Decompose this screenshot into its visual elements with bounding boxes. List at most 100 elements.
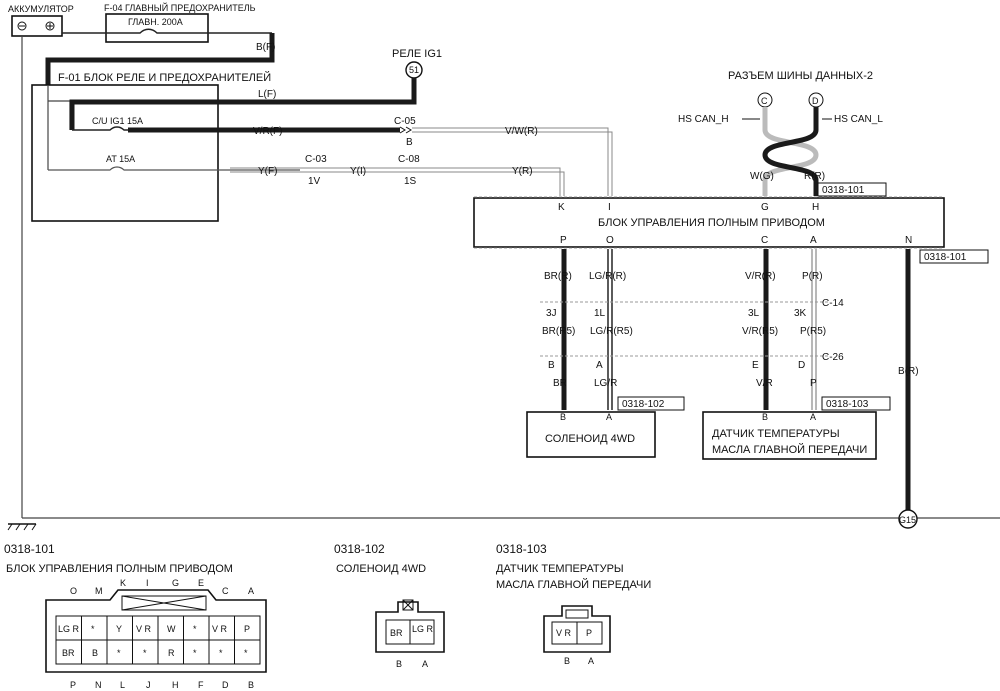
relay-block-box (31, 84, 219, 222)
svg-text:I: I (608, 202, 611, 213)
svg-text:V/R: V/R (756, 378, 773, 389)
svg-text:V R: V R (212, 624, 228, 634)
svg-text:B: B (762, 412, 768, 422)
svg-text:LG R: LG R (58, 624, 80, 634)
svg-text:LG/R: LG/R (594, 378, 617, 389)
svg-text:Y(R): Y(R) (512, 166, 533, 177)
wire-lgr (607, 249, 613, 410)
svg-text:A: A (596, 360, 603, 371)
legend-ecu-code: 0318-101 (4, 542, 55, 556)
main-fuse-symbol (62, 28, 272, 34)
svg-text:D: D (798, 360, 805, 371)
svg-text:1V: 1V (308, 176, 321, 187)
svg-text:E: E (198, 578, 204, 588)
svg-text:V/R(R): V/R(R) (745, 271, 776, 282)
wire-bf-label: B(F) (256, 42, 275, 53)
svg-text:B: B (560, 412, 566, 422)
svg-text:C-14: C-14 (822, 298, 844, 309)
sensor-box (702, 411, 877, 460)
svg-text:51: 51 (409, 65, 419, 75)
can-title: РАЗЪЕМ ШИНЫ ДАННЫХ-2 (728, 70, 873, 82)
svg-text:Y: Y (116, 624, 122, 634)
svg-text:Y(F): Y(F) (258, 166, 277, 177)
svg-text:C: C (222, 586, 229, 596)
svg-text:D: D (812, 96, 819, 106)
wire-vwr (412, 127, 613, 196)
svg-text:A: A (422, 659, 428, 669)
svg-text:*: * (91, 624, 95, 634)
svg-text:I: I (146, 578, 149, 588)
relay-ig1-title: РЕЛЕ IG1 (392, 48, 442, 60)
svg-text:W(G): W(G) (750, 171, 774, 182)
svg-text:V/R(R5): V/R(R5) (742, 326, 778, 337)
svg-text:L: L (120, 680, 125, 690)
svg-text:0318-101: 0318-101 (924, 252, 967, 263)
svg-text:J: J (146, 680, 151, 690)
svg-text:B: B (406, 137, 413, 148)
svg-text:H: H (812, 202, 819, 213)
svg-text:R: R (168, 648, 175, 658)
svg-text:A: A (588, 656, 594, 666)
svg-text:C-05: C-05 (394, 116, 416, 127)
svg-text:M: M (95, 586, 103, 596)
ecu-box (473, 197, 945, 248)
svg-text:*: * (193, 624, 197, 634)
svg-text:C-03: C-03 (305, 154, 327, 165)
sensor-code (821, 396, 891, 411)
svg-text:B: B (564, 656, 570, 666)
svg-text:V R: V R (556, 628, 572, 638)
main-fuse-box (105, 13, 209, 43)
svg-text:G15: G15 (899, 515, 916, 525)
fuse-cu-ig1-label: C/U IG1 15A (92, 116, 143, 126)
svg-text:3L: 3L (748, 308, 760, 319)
svg-text:H: H (172, 680, 179, 690)
svg-text:A: A (248, 586, 254, 596)
svg-text:0318-103: 0318-103 (826, 399, 869, 410)
svg-text:1L: 1L (594, 308, 606, 319)
main-fuse-title: F-04 ГЛАВНЫЙ ПРЕДОХРАНИТЕЛЬ (104, 2, 256, 13)
svg-text:V R: V R (136, 624, 152, 634)
can-h-label: HS CAN_H (678, 114, 729, 125)
ground-g15 (898, 509, 918, 529)
svg-text:P: P (810, 378, 817, 389)
svg-text:F: F (198, 680, 204, 690)
svg-text:B: B (248, 680, 254, 690)
svg-text:E: E (752, 360, 759, 371)
svg-text:W: W (167, 624, 176, 634)
ecu-code-top (817, 182, 887, 197)
can-wire-h (762, 107, 819, 196)
svg-text:P: P (70, 680, 76, 690)
svg-text:V/W(R): V/W(R) (505, 126, 538, 137)
legend-ecu-title: БЛОК УПРАВЛЕНИЯ ПОЛНЫМ ПРИВОДОМ (6, 563, 233, 575)
svg-text:D: D (222, 680, 229, 690)
svg-text:*: * (117, 648, 121, 658)
svg-text:P: P (586, 628, 592, 638)
wire-p (811, 249, 817, 410)
svg-text:K: K (558, 202, 565, 213)
main-wire-bf (45, 33, 275, 85)
svg-text:C: C (761, 96, 768, 106)
battery: АККУМУЛЯТОР (8, 4, 74, 37)
svg-text:G: G (761, 202, 769, 213)
ecu-code-bottom (919, 249, 989, 264)
ecu-title: БЛОК УПРАВЛЕНИЯ ПОЛНЫМ ПРИВОДОМ (598, 217, 825, 229)
legend-sol-code: 0318-102 (334, 542, 385, 556)
main-fuse-inner: ГЛАВН. 200А (128, 17, 183, 27)
svg-text:A: A (810, 235, 817, 246)
svg-text:P(R): P(R) (802, 271, 823, 282)
svg-text:3K: 3K (794, 308, 807, 319)
svg-text:0318-101: 0318-101 (822, 185, 865, 196)
svg-text:P: P (560, 235, 567, 246)
svg-text:BR: BR (62, 648, 75, 658)
svg-text:*: * (143, 648, 147, 658)
svg-text:Y(I): Y(I) (350, 166, 366, 177)
svg-text:G: G (172, 578, 179, 588)
svg-text:A: A (810, 412, 816, 422)
svg-text:O: O (606, 235, 614, 246)
can-l-label: HS CAN_L (834, 114, 883, 125)
legend-sol-connector (375, 599, 445, 653)
can-wire-l (762, 107, 819, 196)
svg-text:LG R: LG R (412, 624, 434, 634)
svg-text:O: O (70, 586, 77, 596)
sensor-line1: ДАТЧИК ТЕМПЕРАТУРЫ (712, 428, 840, 440)
